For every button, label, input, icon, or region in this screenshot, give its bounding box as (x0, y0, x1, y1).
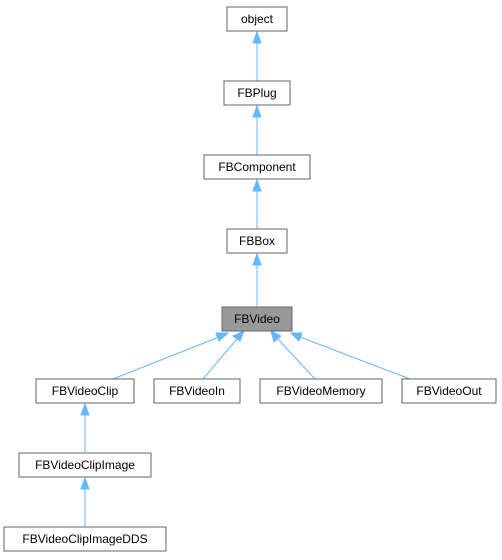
edge-fbvideoin-fbvideo (202, 330, 245, 380)
edge-fbvideomemory-fbvideo (270, 330, 316, 380)
node-fbvideo-current: FBVideo (221, 306, 293, 332)
node-label-fbvideoclipimage: FBVideoClipImage (35, 458, 135, 472)
edge-fbvideoclip-fbvideo (112, 332, 230, 380)
node-label-fbplug: FBPlug (237, 86, 276, 100)
edge-fbplug-object (252, 30, 262, 81)
node-label-fbvideomemory: FBVideoMemory (276, 384, 365, 398)
edge-fbvideoclipimagedds-fbvideoclipimage (80, 476, 90, 526)
node-object[interactable]: object (226, 6, 288, 32)
node-fbvideoclipimage[interactable]: FBVideoClipImage (18, 452, 152, 478)
edge-fbvideoout-fbvideo (289, 332, 411, 380)
node-label-object: object (241, 12, 274, 26)
edge-fbvideoclipimage-fbvideoclip (80, 402, 90, 452)
node-fbvideoout[interactable]: FBVideoOut (401, 378, 497, 404)
node-fbvideoclip[interactable]: FBVideoClip (35, 378, 135, 404)
node-fbbox[interactable]: FBBox (226, 228, 288, 254)
node-label-fbvideoclip: FBVideoClip (52, 384, 119, 398)
node-fbvideomemory[interactable]: FBVideoMemory (259, 378, 383, 404)
edge-fbcomponent-fbplug (252, 104, 262, 155)
node-fbvideoin[interactable]: FBVideoIn (153, 378, 241, 404)
node-fbvideoclipimagedds[interactable]: FBVideoClipImageDDS (3, 526, 167, 552)
node-label-fbcomponent: FBComponent (218, 160, 296, 174)
node-label-fbbox: FBBox (239, 234, 275, 248)
node-label-fbvideoclipimagedds: FBVideoClipImageDDS (22, 532, 147, 546)
edges (80, 30, 411, 526)
node-label-fbvideoin: FBVideoIn (169, 384, 225, 398)
edge-fbvideo-fbbox (252, 252, 262, 306)
node-label-fbvideoout: FBVideoOut (416, 384, 482, 398)
node-fbcomponent[interactable]: FBComponent (203, 154, 311, 180)
edge-fbbox-fbcomponent (252, 178, 262, 229)
nodes: object FBPlug FBComponent FBBox FBVideo … (3, 6, 497, 552)
node-fbplug[interactable]: FBPlug (223, 80, 291, 106)
node-label-fbvideo: FBVideo (234, 312, 280, 326)
